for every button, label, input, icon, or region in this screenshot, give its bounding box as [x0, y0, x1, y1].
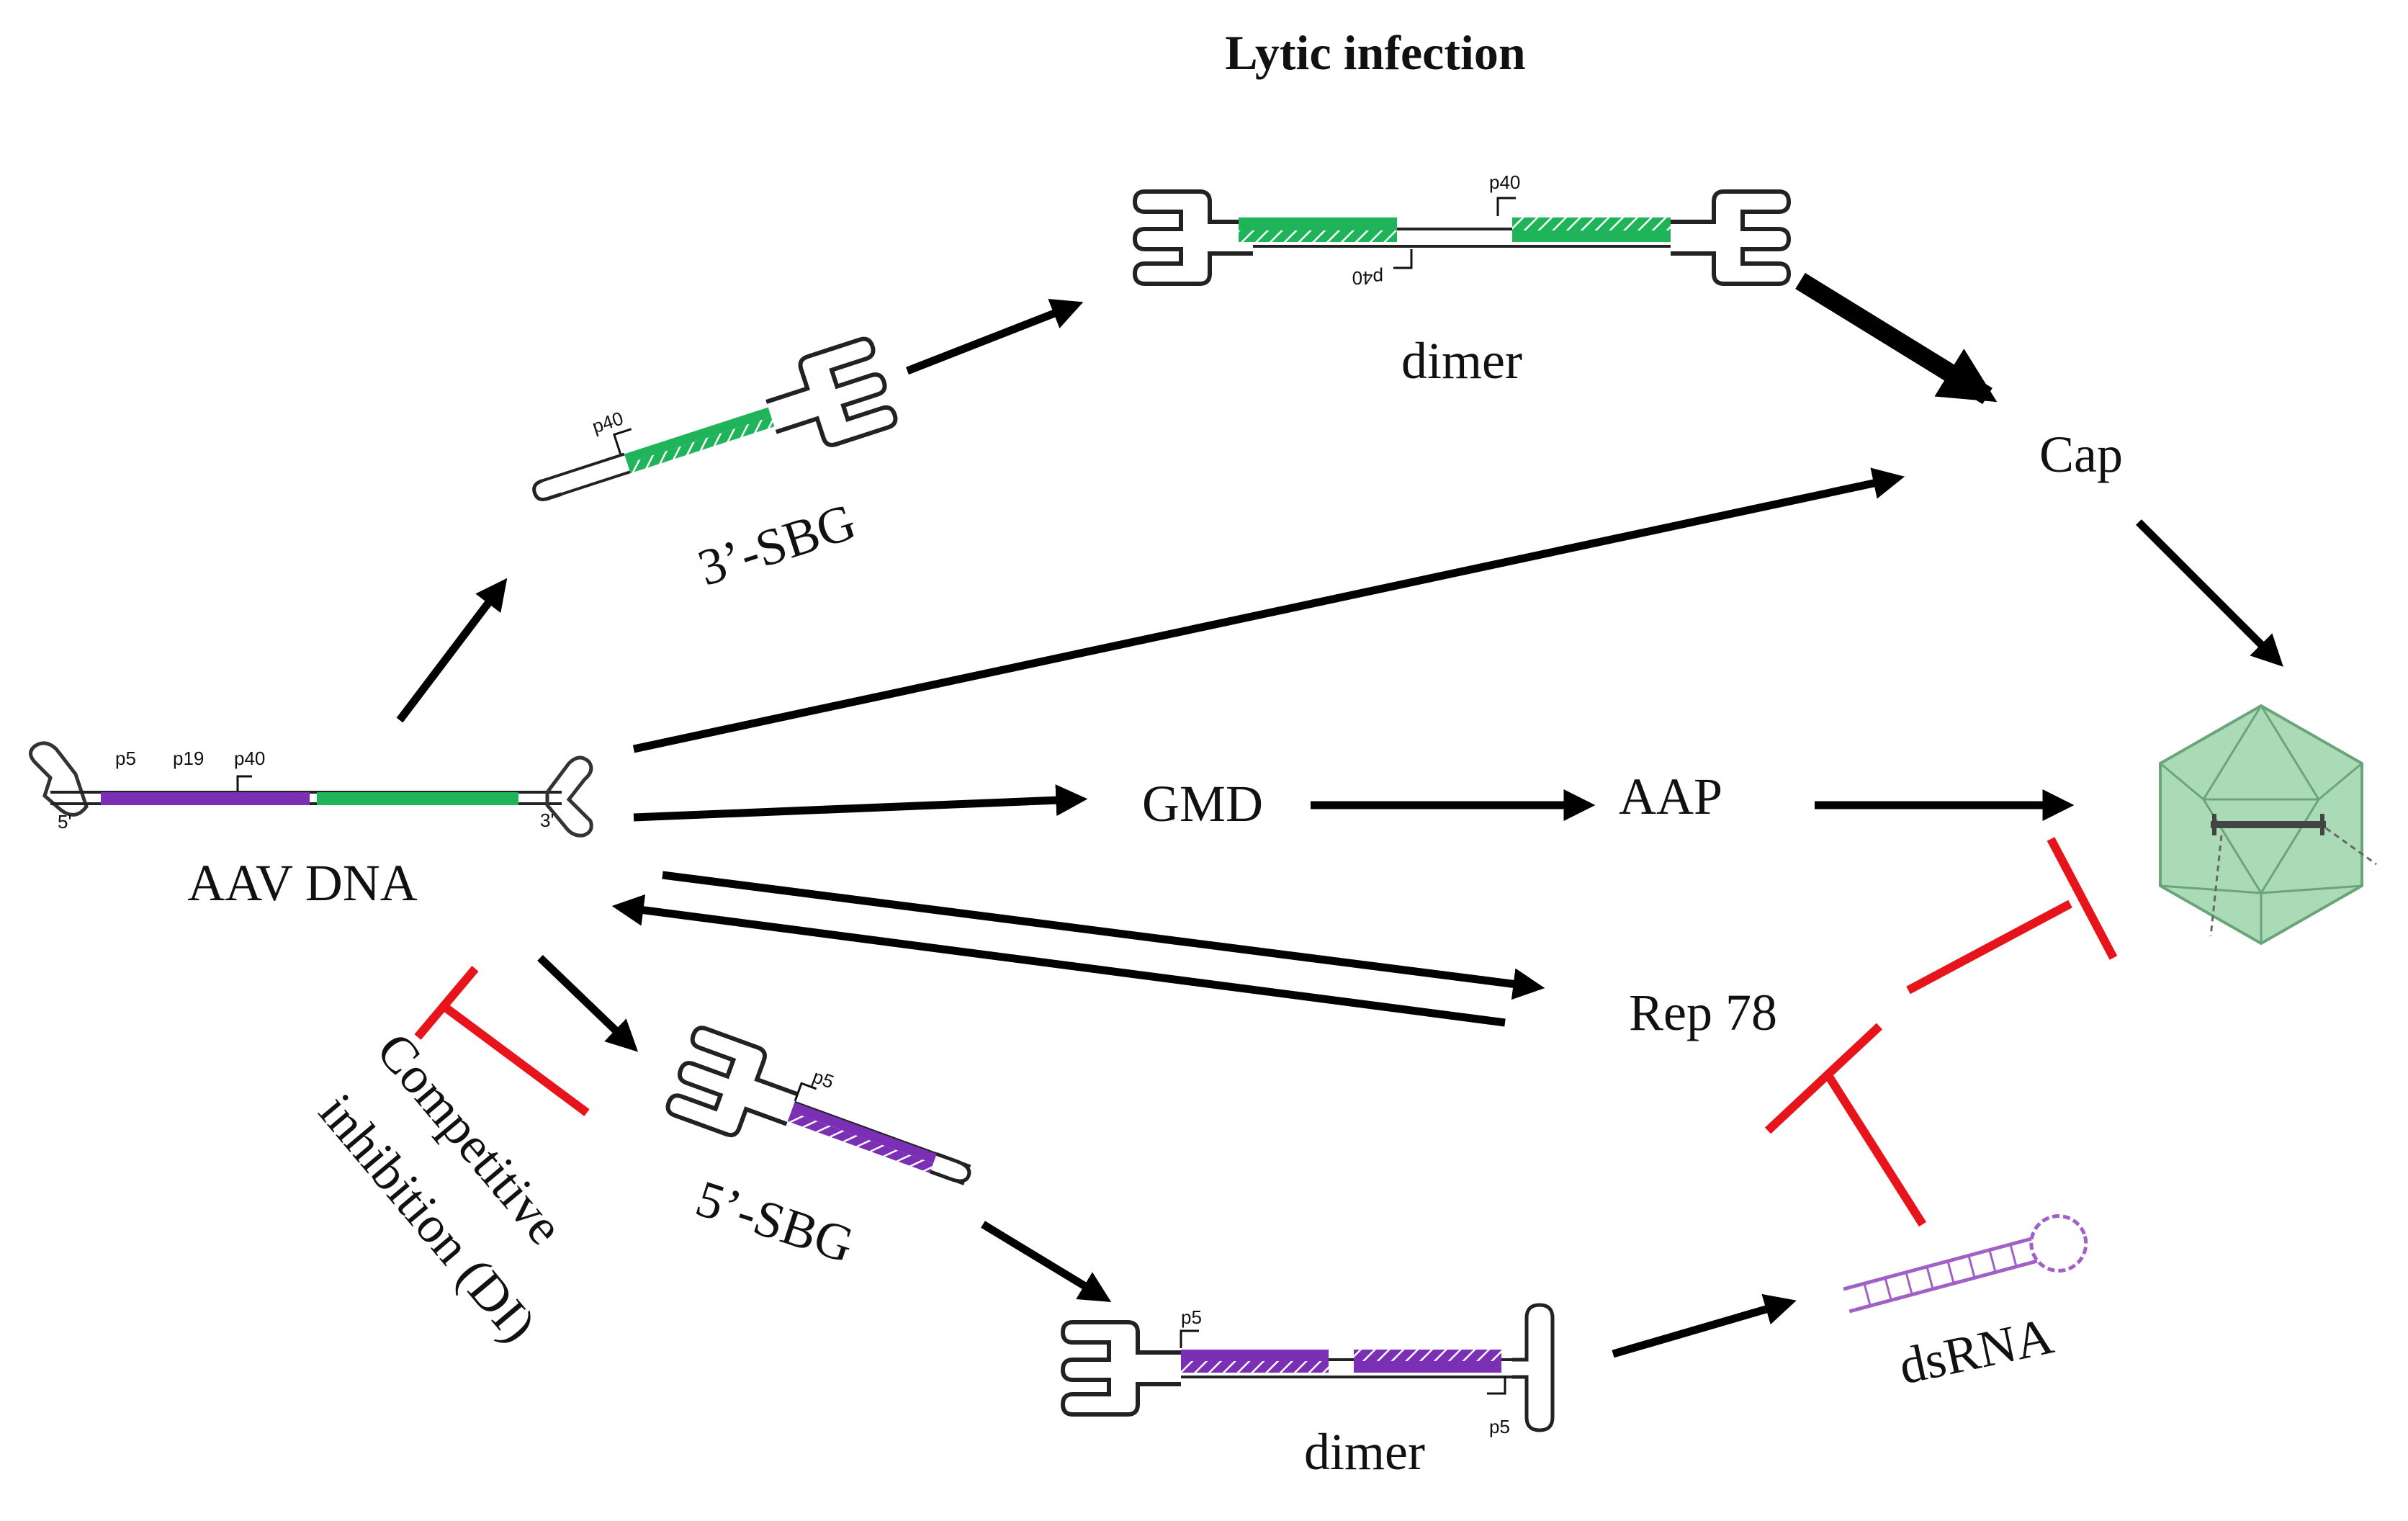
rep-gene-bar: [101, 792, 310, 805]
dimer-top-molecule: p40 p40: [1135, 171, 1789, 289]
sbg3-molecule: p40: [532, 327, 898, 502]
arrow-cap-to-capsid: [2136, 519, 2283, 667]
aav-3prime-label: 3': [540, 809, 554, 831]
arrow-dimer-to-dsrna: [1612, 1293, 1797, 1358]
rep78-label: Rep 78: [1629, 984, 1777, 1041]
dimer-top-p40-bottom: p40: [1352, 267, 1383, 289]
cap-gene-bar: [317, 792, 518, 805]
arrow-dimer-to-cap: [1795, 272, 1998, 405]
aap-label: AAP: [1619, 768, 1722, 825]
dimer-bottom-p5-bottom: p5: [1489, 1416, 1510, 1437]
aav-dna-genome: p5 p19 p40 5' 3': [29, 741, 593, 838]
aav-p5-label: p5: [115, 748, 136, 769]
dimer-bottom-molecule: p5 p5: [1063, 1303, 1555, 1437]
arrow-aav-to-sbg3: [396, 578, 508, 723]
cap-label: Cap: [2039, 426, 2123, 483]
inhibition-dsrna-rep78: [1764, 1023, 1927, 1227]
diagram-title: Lytic infection: [1225, 25, 1525, 80]
arrow-aav-to-rep78: [662, 871, 1545, 1000]
arrow-aav-to-gmd: [633, 784, 1088, 822]
icosahedral-capsid-icon: [2159, 704, 2377, 946]
arrow-sbg5-to-dimer: [981, 1221, 1112, 1302]
dimer-top-p40-top: p40: [1489, 171, 1520, 193]
arrow-sbg3-to-dimer: [905, 298, 1084, 375]
arrow-aav-to-cap: [632, 467, 1905, 753]
aav-p19-label: p19: [173, 748, 204, 769]
dsrna-label: dsRNA: [1894, 1307, 2058, 1396]
arrow-rep78-to-aav: [611, 894, 1506, 1027]
aav-p40-label: p40: [234, 748, 265, 769]
inhibition-competitive-di: [414, 966, 590, 1116]
sbg3-label: 3’-SBG: [691, 493, 863, 597]
inhibition-rep78-capsid: [1906, 837, 2118, 995]
sbg5-molecule: p5: [665, 1022, 971, 1185]
dimer-bottom-p5-top: p5: [1181, 1306, 1202, 1328]
aav-dna-label: AAV DNA: [187, 854, 417, 912]
dsrna-hairpin-icon: [1843, 1214, 2088, 1314]
gmd-label: GMD: [1142, 775, 1263, 833]
sbg5-label: 5’-SBG: [689, 1170, 861, 1274]
arrow-aav-to-sbg5: [537, 955, 639, 1052]
dimer-bottom-label: dimer: [1304, 1423, 1425, 1481]
aav-5prime-label: 5': [58, 811, 71, 833]
dimer-top-label: dimer: [1401, 332, 1522, 390]
